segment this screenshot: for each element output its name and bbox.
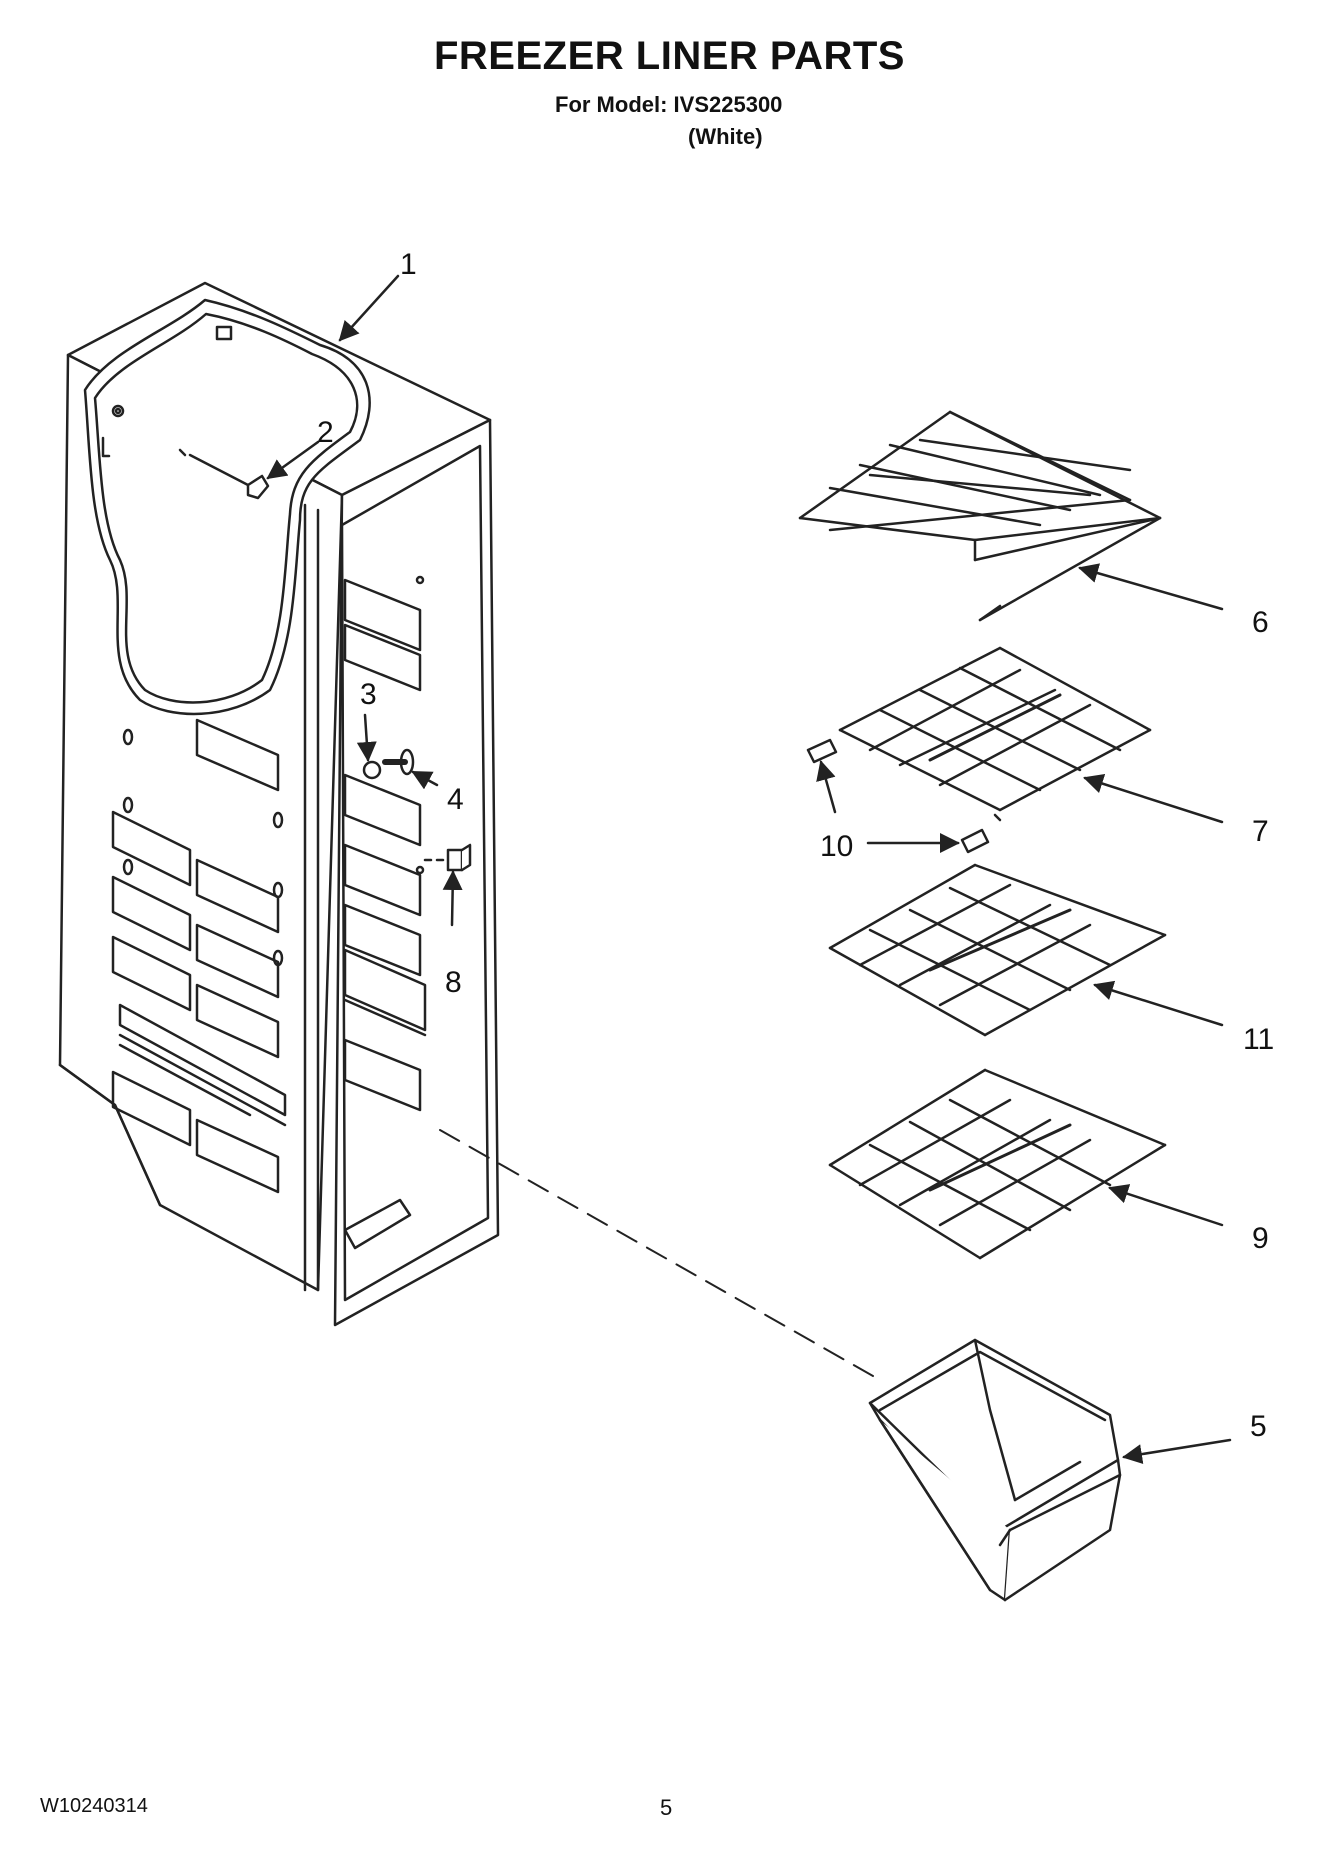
callout-7: 7 xyxy=(1252,815,1269,848)
page-title: FREEZER LINER PARTS xyxy=(433,34,905,78)
dashed-alignment-line xyxy=(439,1129,881,1381)
callout-2: 2 xyxy=(317,416,334,449)
small-parts xyxy=(188,453,472,872)
callout-6: 6 xyxy=(1252,606,1269,639)
callout-5: 5 xyxy=(1250,1410,1267,1443)
callout-arrows xyxy=(266,274,1232,1465)
callout-4: 4 xyxy=(447,783,464,816)
callout-11: 11 xyxy=(1243,1023,1275,1056)
wire-shelf-11 xyxy=(828,863,1167,1037)
color-line: (White) xyxy=(688,124,763,149)
callout-8: 8 xyxy=(445,966,462,999)
wire-shelf-9 xyxy=(828,1068,1167,1260)
wire-shelf-7 xyxy=(838,646,1152,822)
callout-3: 3 xyxy=(360,678,377,711)
shelf-supports xyxy=(806,738,990,854)
model-line: For Model: IVS225300 xyxy=(555,92,783,117)
callout-10: 10 xyxy=(820,830,854,863)
wire-shelf-6 xyxy=(798,410,1162,622)
callout-9: 9 xyxy=(1252,1222,1269,1255)
freezer-bin xyxy=(868,1338,1122,1602)
callout-1: 1 xyxy=(400,248,417,281)
document-code: W10240314 xyxy=(40,1795,148,1817)
page-number: 5 xyxy=(660,1795,673,1820)
freezer-liner xyxy=(58,281,500,1327)
